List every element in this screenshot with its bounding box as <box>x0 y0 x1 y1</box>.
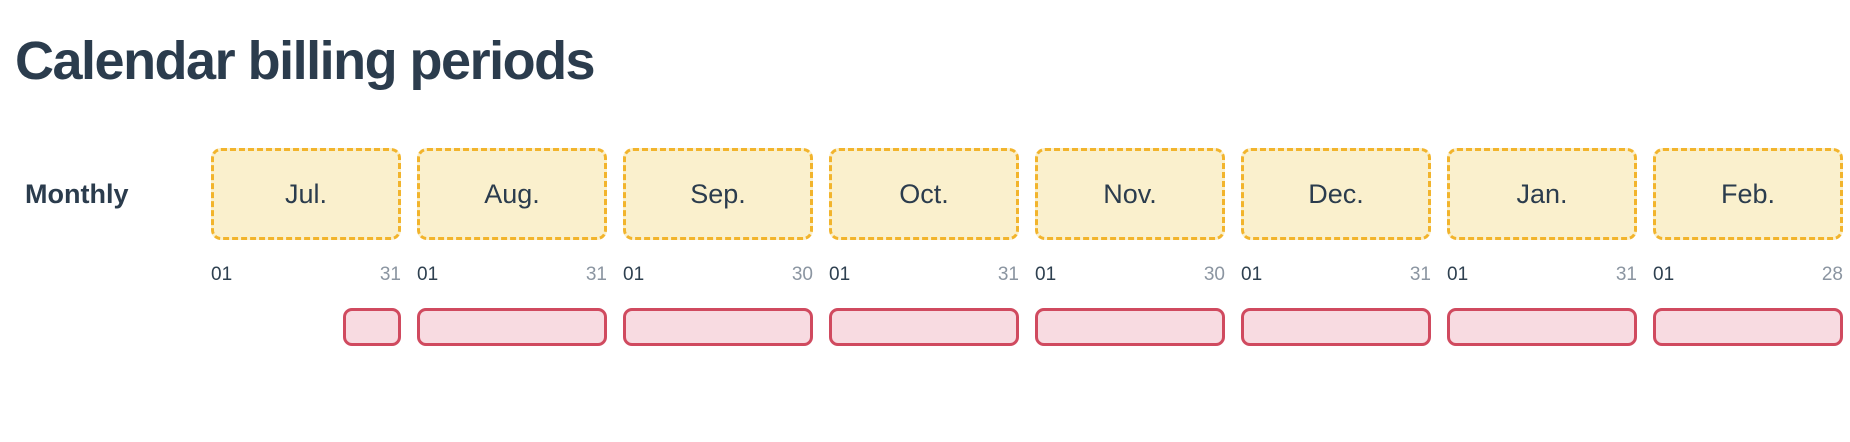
billing-period-bar <box>623 308 813 346</box>
billing-period-row <box>211 308 401 346</box>
start-day-label: 01 <box>211 264 233 285</box>
month-box: Aug. <box>417 148 607 240</box>
date-range: 01 28 <box>1653 264 1843 286</box>
month-label: Dec. <box>1308 178 1364 209</box>
billing-period-bar <box>1447 308 1637 346</box>
month-column: Nov. 01 30 <box>1035 148 1225 346</box>
billing-period-row <box>1035 308 1225 346</box>
date-range: 01 31 <box>1447 264 1637 286</box>
end-day-label: 31 <box>997 264 1019 285</box>
month-column: Jul. 01 31 <box>211 148 401 346</box>
billing-period-row <box>623 308 813 346</box>
start-day-label: 01 <box>623 264 645 285</box>
month-column: Sep. 01 30 <box>623 148 813 346</box>
date-range: 01 31 <box>1241 264 1431 286</box>
month-box: Sep. <box>623 148 813 240</box>
end-day-label: 28 <box>1821 264 1843 285</box>
row-label-monthly: Monthly <box>25 178 129 209</box>
billing-period-bar <box>1653 308 1843 346</box>
billing-period-row <box>417 308 607 346</box>
month-box: Nov. <box>1035 148 1225 240</box>
month-box: Oct. <box>829 148 1019 240</box>
month-label: Oct. <box>899 178 949 209</box>
start-day-label: 01 <box>1241 264 1263 285</box>
billing-period-bar <box>417 308 607 346</box>
date-range: 01 30 <box>1035 264 1225 286</box>
billing-period-row <box>1447 308 1637 346</box>
end-day-label: 30 <box>1203 264 1225 285</box>
billing-period-bar <box>1035 308 1225 346</box>
month-box: Jul. <box>211 148 401 240</box>
start-day-label: 01 <box>1653 264 1675 285</box>
billing-period-bar <box>1241 308 1431 346</box>
end-day-label: 31 <box>379 264 401 285</box>
month-columns: Jul. 01 31 Aug. 01 31 Sep. 01 30 <box>211 148 1843 346</box>
month-label: Aug. <box>484 178 540 209</box>
billing-periods-diagram: Monthly Jul. 01 31 Aug. 01 31 Sep. 01 <box>0 148 1850 346</box>
date-range: 01 31 <box>417 264 607 286</box>
billing-period-row <box>829 308 1019 346</box>
month-column: Aug. 01 31 <box>417 148 607 346</box>
billing-period-row <box>1241 308 1431 346</box>
end-day-label: 31 <box>1409 264 1431 285</box>
date-range: 01 31 <box>211 264 401 286</box>
month-column: Feb. 01 28 <box>1653 148 1843 346</box>
month-column: Dec. 01 31 <box>1241 148 1431 346</box>
month-label: Nov. <box>1103 178 1157 209</box>
date-range: 01 31 <box>829 264 1019 286</box>
page-title: Calendar billing periods <box>15 31 596 91</box>
start-day-label: 01 <box>829 264 851 285</box>
month-label: Feb. <box>1720 178 1776 209</box>
month-column: Oct. 01 31 <box>829 148 1019 346</box>
month-box: Jan. <box>1447 148 1637 240</box>
start-day-label: 01 <box>1035 264 1057 285</box>
month-box: Feb. <box>1653 148 1843 240</box>
start-day-label: 01 <box>1447 264 1469 285</box>
month-label: Sep. <box>690 178 746 209</box>
date-range: 01 30 <box>623 264 813 286</box>
month-label: Jan. <box>1516 178 1568 209</box>
billing-period-row <box>1653 308 1843 346</box>
billing-period-bar <box>829 308 1019 346</box>
end-day-label: 31 <box>585 264 607 285</box>
billing-period-bar <box>343 308 401 346</box>
end-day-label: 30 <box>791 264 813 285</box>
end-day-label: 31 <box>1615 264 1637 285</box>
month-column: Jan. 01 31 <box>1447 148 1637 346</box>
start-day-label: 01 <box>417 264 439 285</box>
month-box: Dec. <box>1241 148 1431 240</box>
month-label: Jul. <box>284 178 328 209</box>
